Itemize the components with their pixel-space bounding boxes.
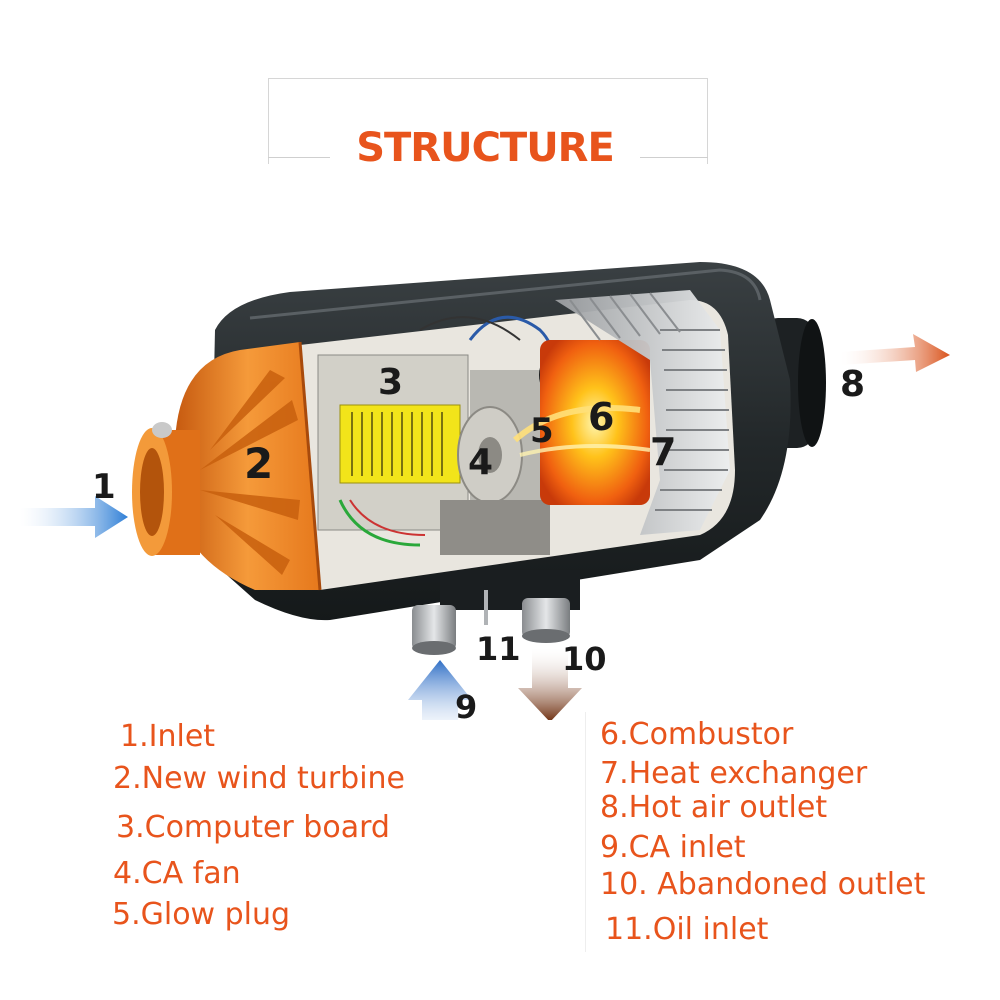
inlet-tube	[132, 422, 200, 556]
legend-item-hot-air-outlet: 8.Hot air outlet	[600, 790, 828, 825]
heater-cutaway-diagram: 1 2 3 4 5 6 7 8 9 10 11	[20, 262, 950, 720]
callout-3: 3	[378, 362, 403, 403]
computer-board	[339, 404, 461, 484]
legend-item-oil-inlet: 11.Oil inlet	[605, 912, 769, 947]
title-frame	[268, 78, 708, 164]
hot-air-outlet-arrow-icon	[840, 334, 950, 372]
legend-item-ca-fan: 4.CA fan	[113, 856, 241, 891]
callout-7: 7	[650, 430, 676, 474]
legend-item-computer-board: 3.Computer board	[116, 810, 390, 845]
callout-11: 11	[476, 630, 521, 668]
callout-4: 4	[468, 442, 493, 483]
abandoned-outlet-arrow-icon	[518, 648, 582, 720]
wind-turbine	[175, 341, 322, 591]
title-rule-left	[268, 157, 338, 158]
callout-9: 9	[455, 688, 477, 720]
title-rule-right	[632, 157, 708, 158]
bottom-ports	[412, 570, 580, 655]
callout-10: 10	[562, 640, 607, 678]
callout-2: 2	[244, 439, 273, 488]
legend-item-ca-inlet: 9.CA inlet	[600, 830, 746, 865]
ca-inlet-arrow-icon	[408, 660, 472, 720]
heat-exchanger	[555, 290, 730, 535]
legend-item-heat-exchanger: 7.Heat exchanger	[600, 756, 868, 791]
page-title: STRUCTURE	[330, 128, 640, 168]
legend-divider	[585, 712, 586, 952]
legend-item-glow-plug: 5.Glow plug	[112, 897, 291, 932]
callout-8: 8	[840, 364, 865, 405]
legend-item-combustor: 6.Combustor	[600, 717, 794, 752]
callout-6: 6	[588, 395, 614, 439]
legend-item-wind-turbine: 2.New wind turbine	[113, 761, 406, 796]
inlet-arrow-icon	[20, 496, 128, 538]
legend-item-inlet: 1.Inlet	[120, 719, 216, 754]
combustor	[513, 340, 651, 505]
legend-item-abandoned-outlet: 10. Abandoned outlet	[600, 867, 926, 902]
callout-5: 5	[530, 411, 554, 451]
callout-1: 1	[92, 467, 116, 507]
